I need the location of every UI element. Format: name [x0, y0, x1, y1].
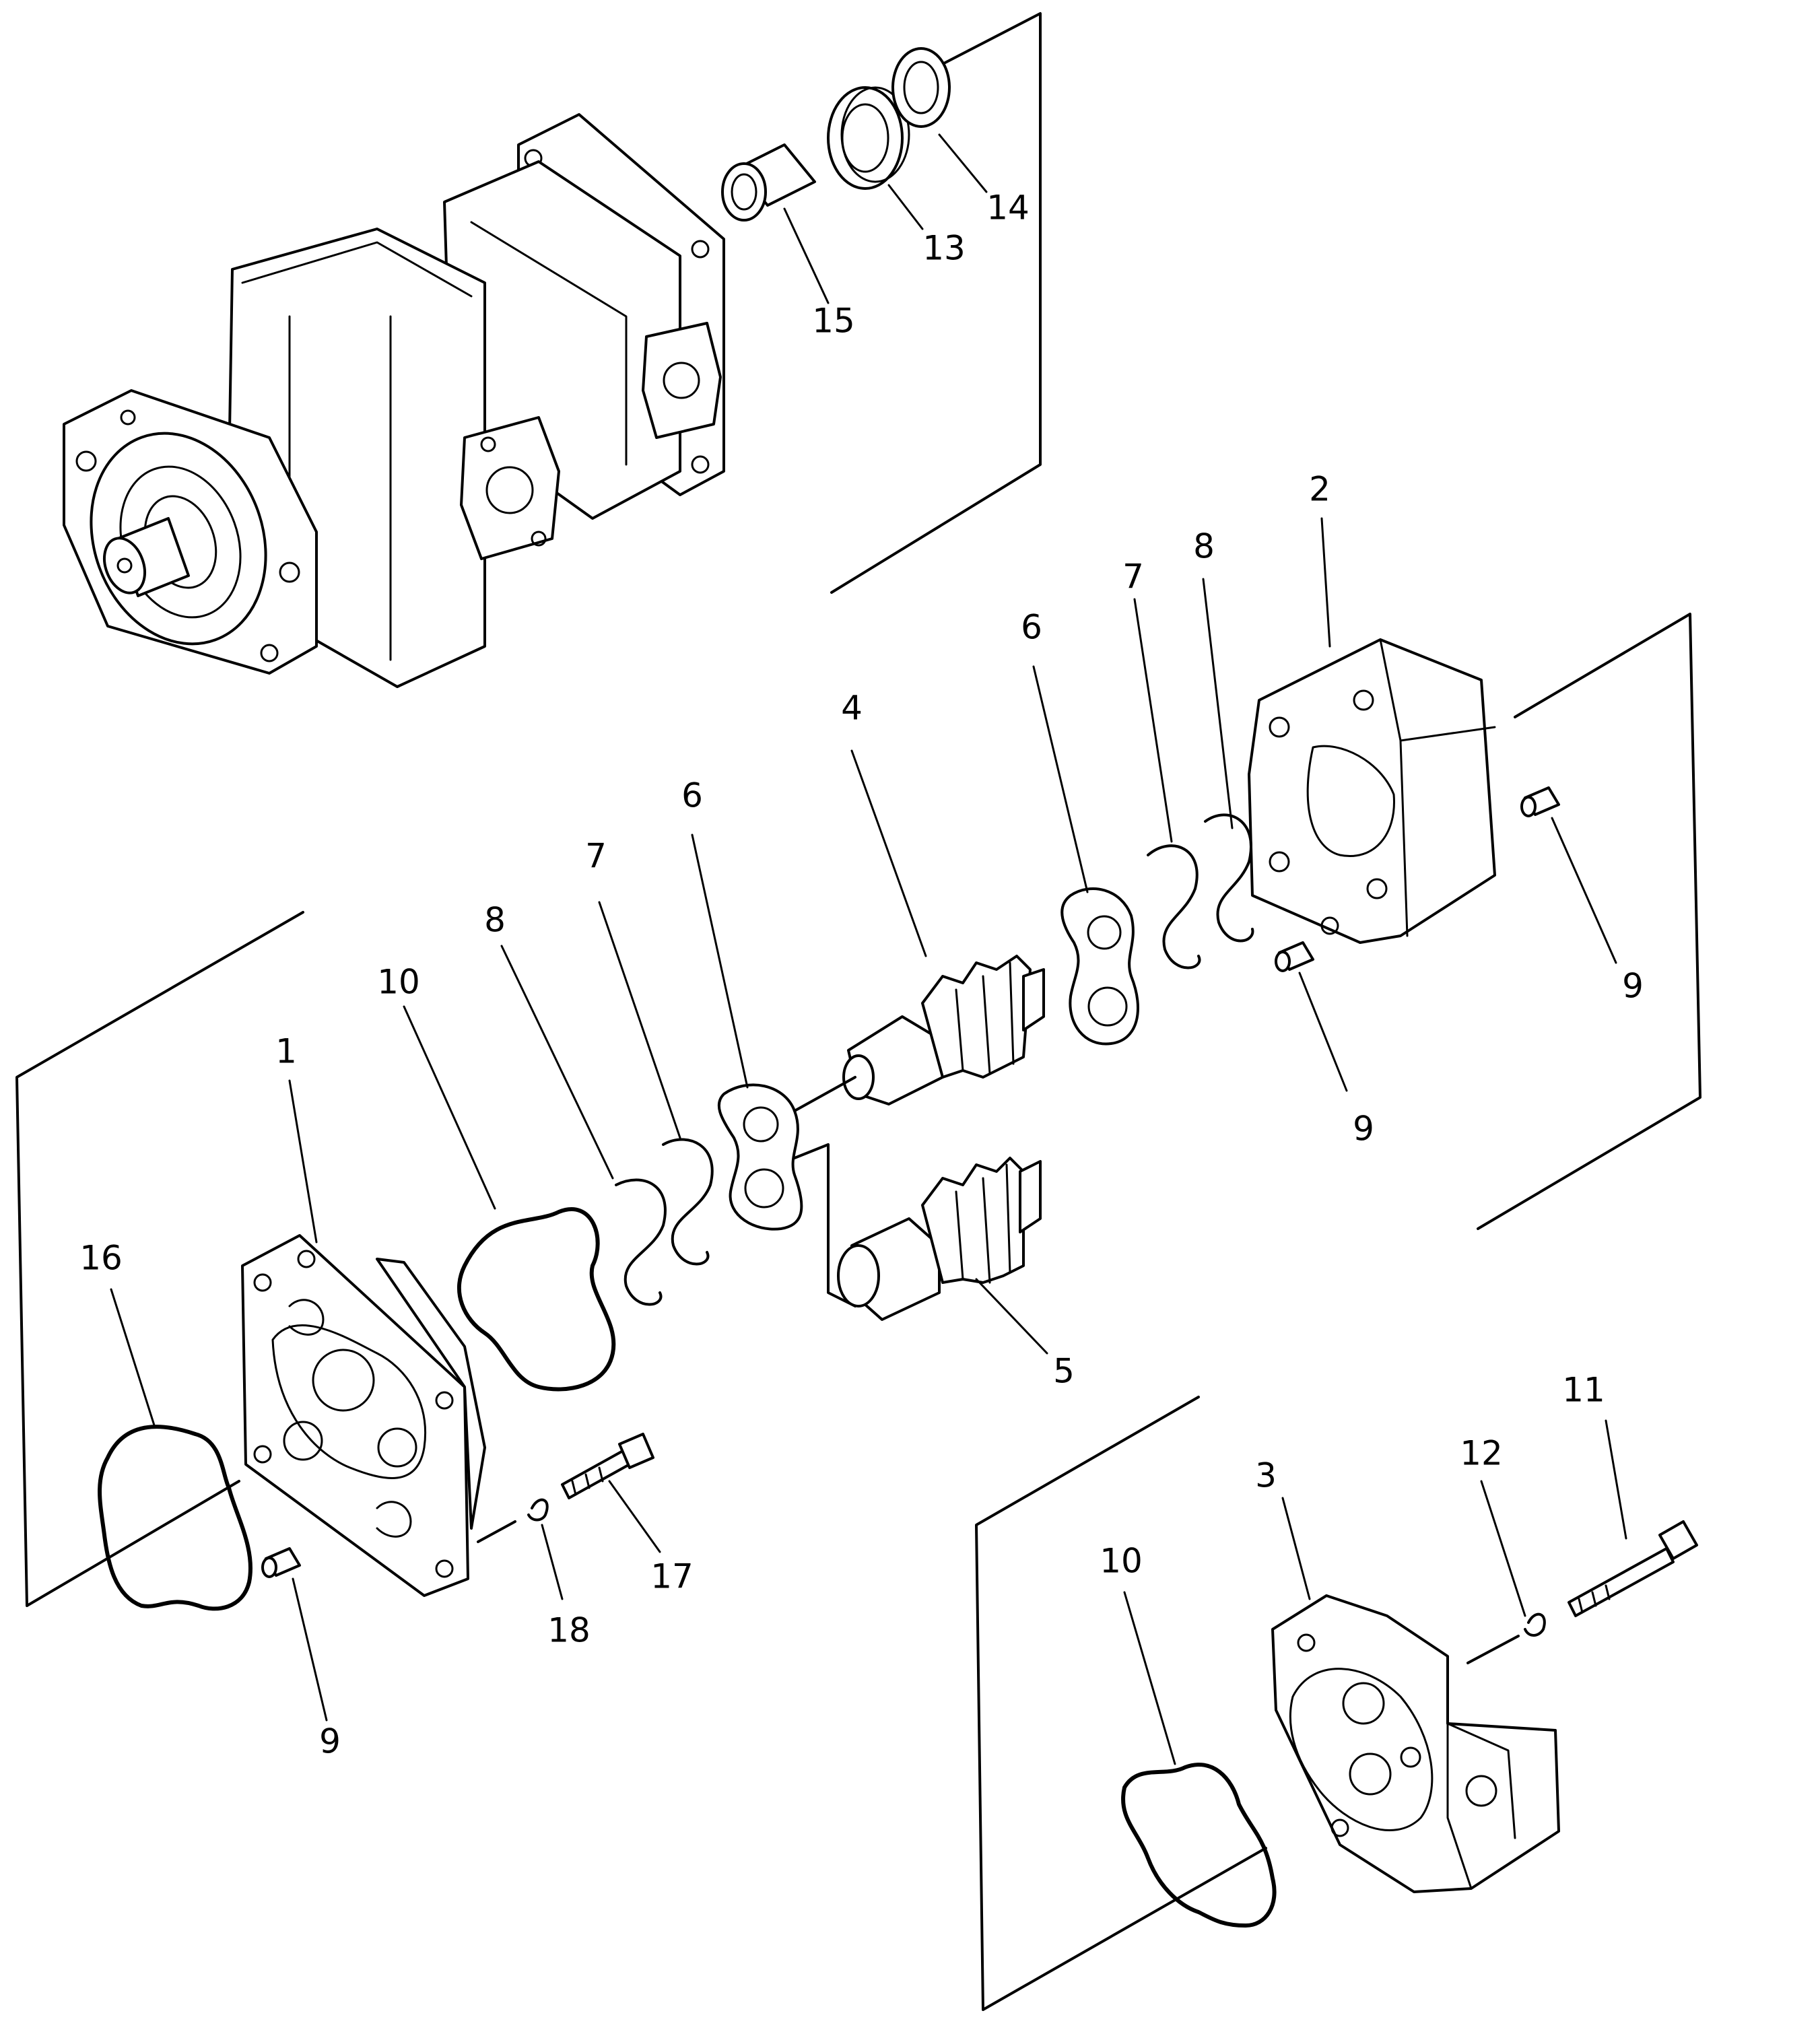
- washer-12: [1524, 1612, 1546, 1637]
- dowel-pin-9-right: [1520, 786, 1560, 817]
- label-8-right: 8: [1193, 527, 1215, 566]
- label-10-left: 10: [377, 963, 420, 1002]
- bolt-11: [1568, 1520, 1698, 1617]
- dowel-pin-9-center: [1275, 941, 1314, 972]
- gear-housing-2: [1248, 638, 1496, 944]
- label-8-left: 8: [484, 901, 506, 940]
- label-5: 5: [1053, 1352, 1075, 1391]
- bracket-housing-2: [1477, 613, 1701, 1230]
- leader-18-cover: [477, 1520, 516, 1543]
- label-9-left: 9: [319, 1722, 341, 1761]
- label-11: 11: [1562, 1371, 1605, 1410]
- gasket-10-left: [457, 1207, 616, 1392]
- label-9-center: 9: [1353, 1110, 1374, 1149]
- leader-6-left-4: [793, 1076, 856, 1112]
- bushing-plate-6-right: [1060, 887, 1139, 1046]
- rear-cover-3: [1271, 1594, 1560, 1893]
- label-16: 16: [79, 1239, 123, 1278]
- label-12: 12: [1460, 1434, 1503, 1473]
- seal-7-right: [1147, 844, 1201, 969]
- washer-18: [527, 1498, 549, 1522]
- leader-12-cover: [1467, 1635, 1520, 1664]
- bushing-15: [721, 143, 816, 222]
- label-10-bottom: 10: [1100, 1542, 1143, 1581]
- label-13: 13: [922, 229, 966, 268]
- label-1: 1: [275, 1032, 297, 1071]
- dowel-pin-9-left: [261, 1547, 301, 1578]
- label-18: 18: [547, 1611, 591, 1650]
- seal-7-left: [662, 1138, 714, 1266]
- front-cover-1: [241, 1234, 486, 1597]
- leader-lines: [110, 133, 1627, 1765]
- label-7-right: 7: [1122, 557, 1144, 597]
- assembled-pump-drawing: [63, 113, 725, 688]
- bolt-17: [561, 1433, 654, 1499]
- label-17: 17: [650, 1557, 694, 1596]
- bracket-seal-group: [830, 12, 1042, 594]
- o-ring-16: [98, 1425, 252, 1611]
- label-3: 3: [1255, 1456, 1277, 1495]
- label-2: 2: [1309, 470, 1330, 509]
- bushing-plate-6-left: [717, 1083, 803, 1231]
- label-4: 4: [841, 689, 863, 728]
- callout-labels: 1 2 3 4 5 6 6 7 7 8 8 9 9 9 10 10 11 12 …: [79, 189, 1644, 1761]
- label-6-right: 6: [1021, 608, 1042, 647]
- label-6-left: 6: [681, 776, 703, 815]
- washer-14: [891, 47, 951, 128]
- bracket-rear-cover: [975, 1396, 1267, 2011]
- gasket-10-bottom: [1121, 1763, 1277, 1928]
- label-15: 15: [812, 302, 855, 341]
- leader-6-left-5: [793, 1143, 856, 1307]
- driven-gear-5: [837, 1157, 1042, 1321]
- bracket-front-cover: [15, 911, 304, 1607]
- label-9-right: 9: [1622, 967, 1644, 1006]
- seal-8-left: [615, 1178, 667, 1306]
- drive-gear-4: [842, 955, 1045, 1105]
- seal-8-right: [1204, 813, 1254, 943]
- bearing-13: [827, 86, 910, 190]
- label-7-left: 7: [585, 837, 607, 876]
- label-14: 14: [986, 189, 1030, 228]
